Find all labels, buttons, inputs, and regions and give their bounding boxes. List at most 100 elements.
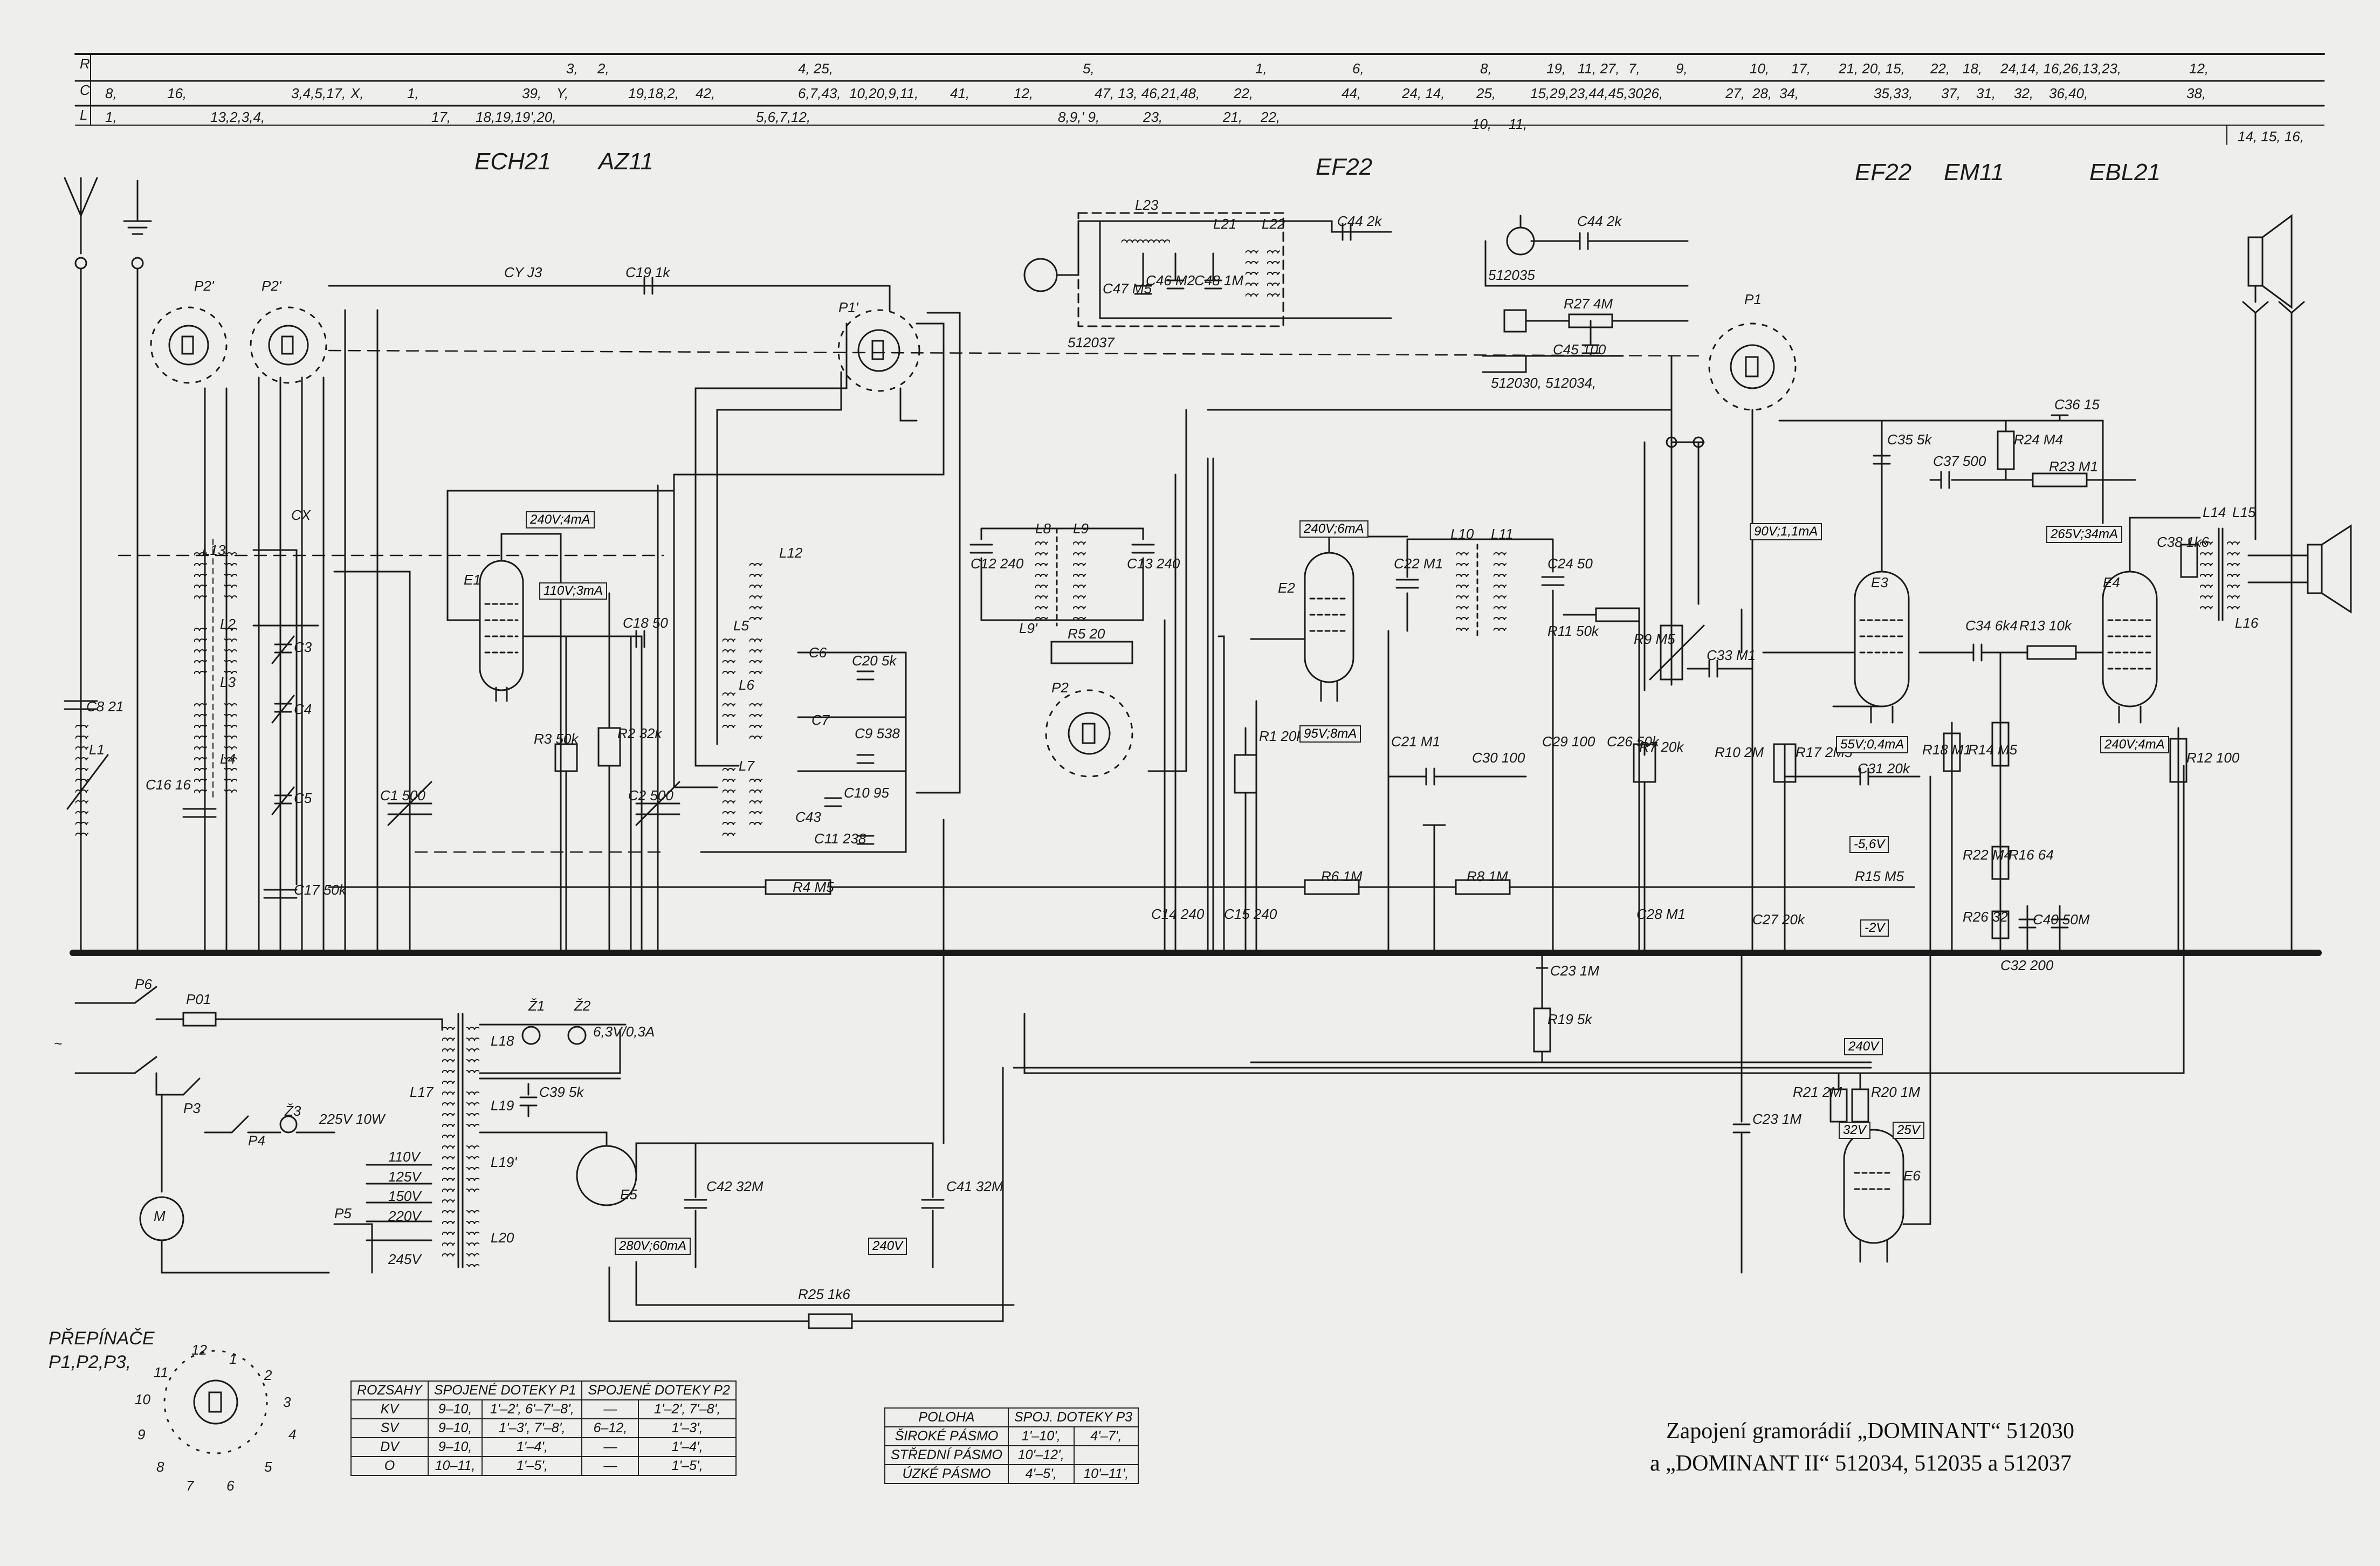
part-label: E2 <box>1278 580 1295 596</box>
part-label: CY J3 <box>504 264 542 280</box>
grid-row-c-ref: 15,29,23,44,45,30, <box>1530 85 1647 101</box>
range-table-header: SPOJENÉ DOTEKY P1 <box>427 1380 583 1400</box>
grid-row-c-ref: 1, <box>407 85 419 101</box>
selector-contact: 11 <box>154 1364 168 1380</box>
voltage-box: 32V <box>1839 1122 1870 1139</box>
grid-row-c-ref: 25, <box>1476 85 1496 101</box>
part-label: P1 <box>1744 291 1762 307</box>
part-label: C28 M1 <box>1636 906 1686 922</box>
part-label: C33 M1 <box>1707 647 1756 663</box>
tube-label-ebl21: EBL21 <box>2089 159 2161 186</box>
selector-contact: 4 <box>288 1426 297 1443</box>
speaker-right <box>2247 524 2352 614</box>
grid-row-l-ref: 17, <box>431 109 451 125</box>
range-cell: 9–10, <box>427 1418 483 1438</box>
trimmer-caps <box>271 635 295 815</box>
part-label: L9' <box>1019 620 1037 636</box>
phono-512037 <box>1023 212 1392 327</box>
part-label: C17 50k <box>294 882 346 898</box>
range-cell: KV <box>350 1399 429 1419</box>
range-cell: 1'–3', <box>638 1418 737 1438</box>
part-label: C3 <box>294 639 312 655</box>
range-table-header: SPOJENÉ DOTEKY P2 <box>581 1380 737 1400</box>
voltage-box: 280V;60mA <box>615 1238 691 1255</box>
part-label: C6 <box>809 644 827 661</box>
part-label: C42 32M <box>706 1178 763 1194</box>
grid-row-c-ref: 41, <box>950 85 970 101</box>
band-cell: ÚZKÉ PÁSMO <box>884 1464 1009 1484</box>
range-cell: 9–10, <box>427 1399 483 1419</box>
grid-row-c-ref: 12, <box>1014 85 1034 101</box>
part-label: C1 500 <box>380 787 425 803</box>
part-label: C39 5k <box>539 1084 584 1100</box>
part-label: R23 M1 <box>2049 458 2099 475</box>
part-label: 245V <box>388 1251 421 1267</box>
switch-p1-prime <box>837 309 920 392</box>
part-label: 512035 <box>1488 267 1535 283</box>
ground-symbol <box>123 180 152 954</box>
part-label: 125V <box>388 1169 421 1185</box>
grid-row-l-ref: 5,6,7,12, <box>756 109 811 125</box>
band-cell: STŘEDNÍ PÁSMO <box>884 1445 1009 1465</box>
part-label: L6 <box>739 677 754 693</box>
voltage-box: -2V <box>1860 919 1889 937</box>
part-label: C46 M2 <box>1146 272 1195 289</box>
grid-row-c-ref: 35,33, <box>1874 85 1913 101</box>
rf-coils-left <box>194 539 319 885</box>
grid-row-r-ref: 24,14, 16,26,13,23, <box>2000 60 2122 77</box>
part-label: L23 <box>1135 197 1159 213</box>
band-cell: ŠIROKÉ PÁSMO <box>884 1426 1009 1446</box>
voltage-box: -5,6V <box>1849 836 1889 853</box>
range-cell: SV <box>350 1418 429 1438</box>
band-cell: 4'–5', <box>1007 1464 1075 1484</box>
band-table-header: SPOJ. DOTEKY P3 <box>1007 1407 1139 1427</box>
part-label: C14 240 <box>1151 906 1205 922</box>
selector-title: PŘEPÍNAČE P1,P2,P3, <box>49 1328 155 1372</box>
part-label: R1 20k <box>1259 728 1304 744</box>
part-label: R7 20k <box>1639 739 1684 755</box>
part-label: C21 M1 <box>1391 733 1441 750</box>
band-cell: 10'–11', <box>1073 1464 1139 1484</box>
part-label: R21 2M <box>1793 1084 1842 1100</box>
grid-row-r-ref: 7, <box>1628 60 1640 77</box>
part-label: R16 64 <box>2008 847 2054 863</box>
switch-p2-prime <box>250 306 327 384</box>
grid-row-c-ref: 34, <box>1779 85 1799 101</box>
grid-row-c-ref: 26, <box>1643 85 1663 101</box>
part-label: Ž2 <box>574 998 591 1014</box>
part-label: Ž1 <box>528 998 545 1014</box>
part-label: C15 240 <box>1224 906 1277 922</box>
selector-contact: 7 <box>186 1478 194 1494</box>
grid-key-r: R <box>80 56 90 72</box>
grid-key-c: C <box>80 82 90 98</box>
range-cell: 1'–4', <box>481 1437 583 1457</box>
part-label: R26 32 <box>1963 909 2008 925</box>
coil-l1 <box>66 717 109 836</box>
grid-row-l-ref: 11, <box>1509 116 1528 132</box>
range-cell: — <box>581 1456 639 1476</box>
tube-e3 <box>1854 571 1910 724</box>
part-label: R11 50k <box>1547 623 1599 639</box>
grid-row-r-ref: 19, <box>1546 60 1566 77</box>
part-label: L20 <box>491 1230 514 1246</box>
selector-contact: 3 <box>283 1394 291 1410</box>
switch-p3 <box>1045 689 1133 778</box>
part-label: ~ <box>54 1035 63 1052</box>
selector-contact: 6 <box>226 1478 235 1494</box>
voltage-box: 265V;34mA <box>2046 526 2122 543</box>
part-label: L3 <box>220 674 236 690</box>
part-label: R6 1M <box>1321 868 1363 884</box>
part-label: R24 M4 <box>2014 431 2063 448</box>
if-transformer-1 <box>969 527 1155 664</box>
part-label: L12 <box>779 545 803 561</box>
selector-contact: 1 <box>229 1351 237 1367</box>
grid-row-c-ref: 47, 13, 46,21,48, <box>1095 85 1200 101</box>
part-label: 110V <box>388 1149 420 1165</box>
part-label: C8 21 <box>86 698 124 715</box>
part-label: R4 M5 <box>793 879 834 895</box>
part-label: C22 M1 <box>1394 555 1443 572</box>
grid-row-l-ref: 23, <box>1143 109 1163 125</box>
part-label: R5 20 <box>1068 626 1105 642</box>
tube-label-ef22: EF22 <box>1316 154 1373 180</box>
